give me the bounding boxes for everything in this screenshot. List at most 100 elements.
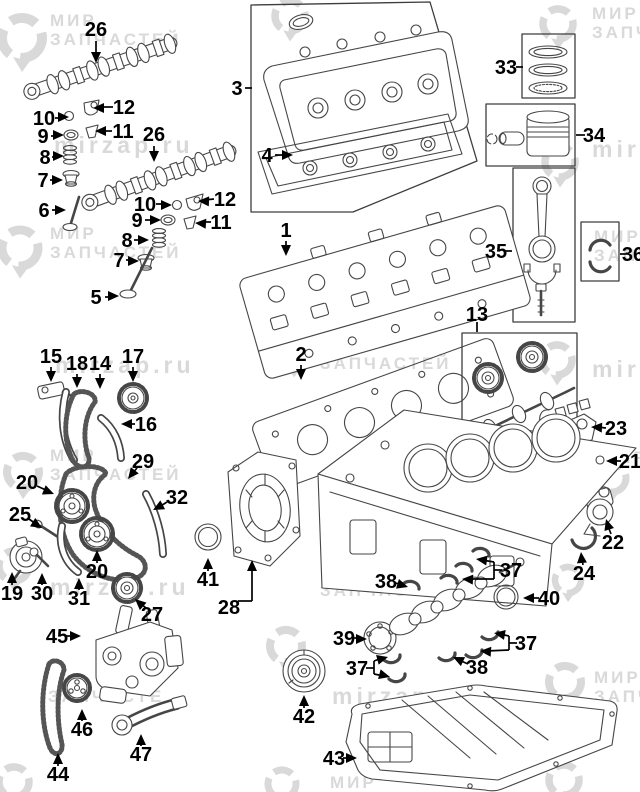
callout-20: 20 (86, 550, 108, 583)
part-number-label: 10 (134, 194, 156, 216)
chain-guide-drawing-16 (97, 414, 125, 462)
part-number-label: 8 (39, 147, 50, 169)
callout-38: 38 (375, 571, 408, 593)
callout-19: 19 (1, 572, 23, 605)
brand-logo-watermark (539, 5, 577, 50)
rocker-arm-drawing-1 (83, 99, 100, 116)
part-number-label: 46 (71, 719, 93, 741)
rod-bearings-drawing (588, 238, 612, 274)
oil-pickup-drawing (111, 695, 188, 736)
valve-seal-drawing-1 (63, 129, 79, 141)
watermark-text: ЗАПЧАСТЕЙ (50, 30, 182, 49)
valve-seal-drawing-2 (160, 214, 176, 226)
part-number-label: 30 (31, 583, 53, 605)
part-number-label: 20 (86, 561, 108, 583)
o-ring-drawing-41 (194, 523, 222, 551)
rod-bearings-box (580, 221, 620, 282)
callout-36: 36 (620, 244, 640, 266)
part-number-label: 28 (218, 597, 240, 619)
part-number-label: 18 (66, 353, 88, 375)
brand-logo-watermark (545, 761, 583, 792)
camshaft-drawing-1 (23, 33, 178, 100)
part-number-label: 34 (583, 125, 606, 147)
callout-13: 13 (466, 304, 488, 332)
part-number-label: 35 (485, 241, 507, 263)
part-number-label: 43 (323, 748, 345, 770)
part-number-label: 41 (197, 569, 219, 591)
part-number-label: 24 (573, 563, 596, 585)
watermark-text: МИР (592, 4, 639, 23)
callout-11: 11 (195, 212, 232, 234)
part-number-label: 13 (466, 304, 488, 326)
callout-46: 46 (71, 709, 93, 741)
part-number-label: 26 (85, 19, 107, 41)
part-number-label: 39 (333, 628, 355, 650)
callout-34: 34 (576, 125, 606, 147)
part-number-label: 29 (132, 451, 154, 473)
part-number-label: 12 (113, 97, 135, 119)
part-number-label: 10 (33, 108, 55, 130)
callout-12: 12 (198, 189, 236, 211)
callout-39: 39 (333, 628, 367, 650)
part-number-label: 25 (9, 504, 31, 526)
brand-logo-watermark (264, 766, 300, 792)
callout-28: 28 (218, 560, 257, 619)
callout-30: 30 (31, 573, 53, 605)
callout-9: 9 (37, 126, 64, 148)
crankshaft-drawing (363, 557, 525, 655)
part-number-label: 19 (1, 583, 23, 605)
brand-logo-watermark (0, 763, 33, 792)
part-number-label: 38 (375, 571, 397, 593)
watermark-text: mirzap.ru (55, 352, 195, 378)
brand-logo-watermark (551, 563, 585, 603)
watermark-text: ЗАПЧ (592, 23, 640, 42)
part-number-label: 33 (495, 57, 517, 79)
watermark-text: МИР (50, 11, 97, 30)
callout-10: 10 (33, 108, 69, 130)
brand-logo-watermark (0, 13, 47, 72)
part-number-label: 7 (37, 170, 48, 192)
callout-40: 40 (523, 588, 560, 610)
callout-25: 25 (9, 504, 42, 528)
crank-sprocket-drawing-27 (111, 572, 143, 604)
part-number-label: 37 (515, 633, 537, 655)
callout-26: 26 (143, 124, 165, 162)
valve-drawing-5 (119, 246, 154, 299)
vvt-gear-drawing-2 (79, 516, 115, 552)
crank-pulley-drawing (282, 649, 326, 693)
part-number-label: 21 (619, 451, 640, 473)
valve-cover-drawing (263, 14, 469, 164)
timing-chain-drawing-upper (63, 389, 98, 470)
piston-rings-box (521, 33, 576, 99)
brand-logo-watermark (3, 452, 43, 500)
callout-32: 32 (153, 487, 188, 510)
part-number-label: 32 (166, 487, 188, 509)
watermark-text: ЗАПЧАСТЕЙ (320, 354, 452, 373)
callout-16: 16 (121, 414, 157, 436)
callout-5: 5 (90, 287, 119, 309)
callout-41: 41 (197, 558, 219, 591)
part-number-label: 11 (210, 212, 231, 234)
callout-23: 23 (591, 418, 627, 440)
part-number-label: 40 (538, 588, 560, 610)
callout-37: 37 (346, 655, 390, 680)
valve-keeper-drawing-2 (183, 215, 197, 230)
crank-seal-drawing-40 (493, 584, 519, 610)
callout-10: 10 (134, 194, 172, 216)
part-drawings (9, 1, 637, 792)
part-number-label: 27 (141, 604, 163, 626)
bolt-drawing-30 (29, 547, 50, 568)
callout-44: 44 (47, 753, 70, 786)
part-number-label: 11 (112, 121, 133, 143)
callout-9: 9 (131, 210, 161, 232)
watermark-text: mirz (592, 356, 640, 382)
part-number-label: 7 (113, 250, 124, 272)
oil-pan-drawing (345, 684, 618, 792)
callout-21: 21 (606, 451, 640, 473)
piston-rings-drawing (528, 45, 568, 95)
watermark-text: mirz (592, 136, 640, 162)
watermark-text: ЗАПЧ (594, 246, 640, 265)
callout-37: 37 (462, 555, 522, 585)
